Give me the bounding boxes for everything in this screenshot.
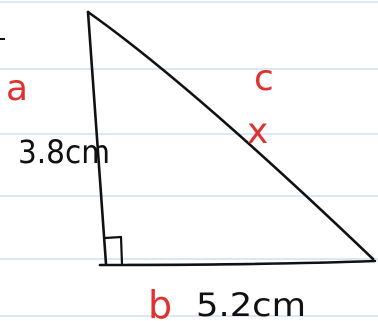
side-b-length: 5.2cm	[196, 286, 306, 321]
side-b-letter: b	[148, 283, 172, 321]
side-a-labels: a 3.8cm	[6, 68, 110, 171]
side-a-length: 3.8cm	[18, 133, 110, 171]
side-b-labels: b 5.2cm	[148, 283, 306, 321]
side-c-letter: c	[254, 58, 274, 99]
side-a-letter: a	[6, 68, 28, 109]
triangle	[86, 10, 377, 267]
side-c-unknown: x	[247, 111, 268, 152]
side-c-line	[86, 10, 375, 261]
right-angle-square	[103, 235, 124, 266]
side-b-line	[98, 259, 377, 267]
side-c-labels: c x	[247, 58, 274, 152]
side-a-line	[86, 10, 108, 266]
